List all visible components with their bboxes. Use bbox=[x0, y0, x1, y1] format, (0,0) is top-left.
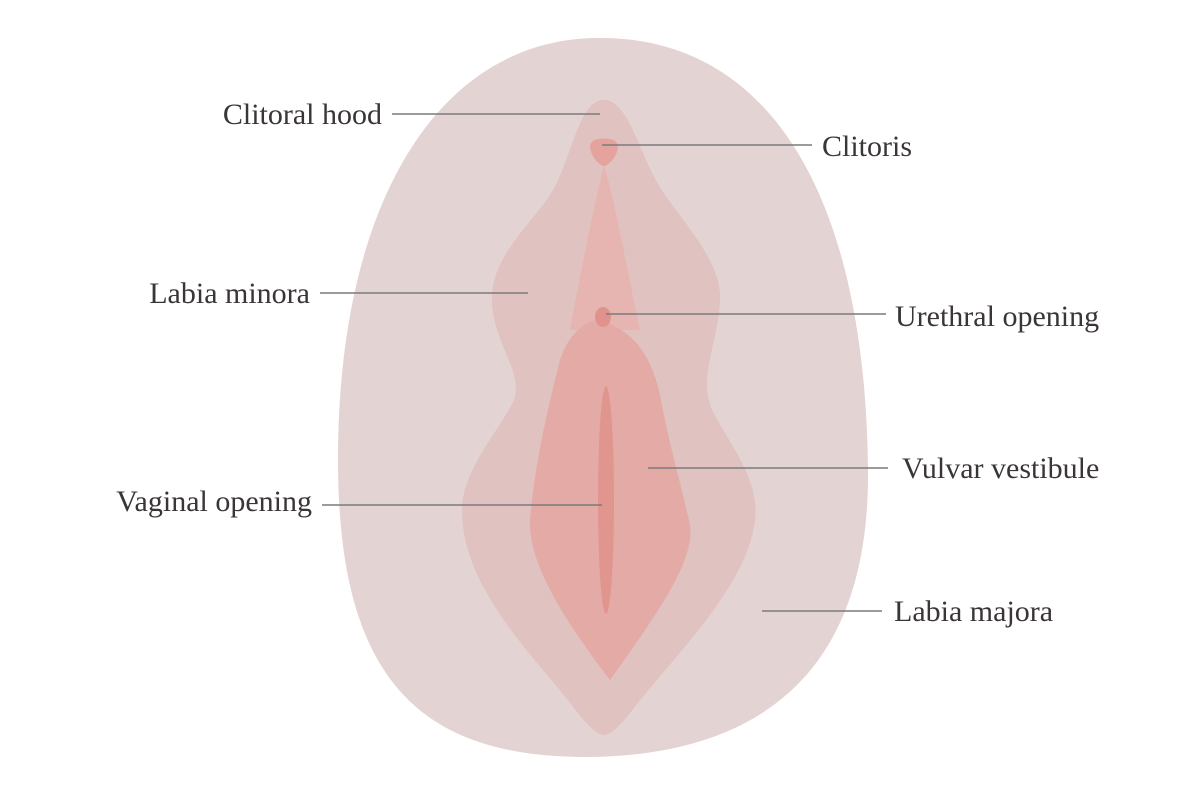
label-clitoral-hood: Clitoral hood bbox=[223, 98, 382, 131]
label-vulvar-vestibule: Vulvar vestibule bbox=[902, 452, 1099, 485]
label-urethral-opening: Urethral opening bbox=[895, 300, 1099, 333]
label-labia-majora: Labia majora bbox=[894, 595, 1053, 628]
label-labia-minora: Labia minora bbox=[149, 277, 310, 310]
urethral-opening-shape bbox=[595, 307, 611, 327]
label-clitoris: Clitoris bbox=[822, 130, 912, 163]
label-vaginal-opening: Vaginal opening bbox=[116, 485, 312, 518]
vestibule-upper-shape bbox=[570, 165, 640, 330]
vaginal-opening-shape bbox=[598, 386, 614, 614]
